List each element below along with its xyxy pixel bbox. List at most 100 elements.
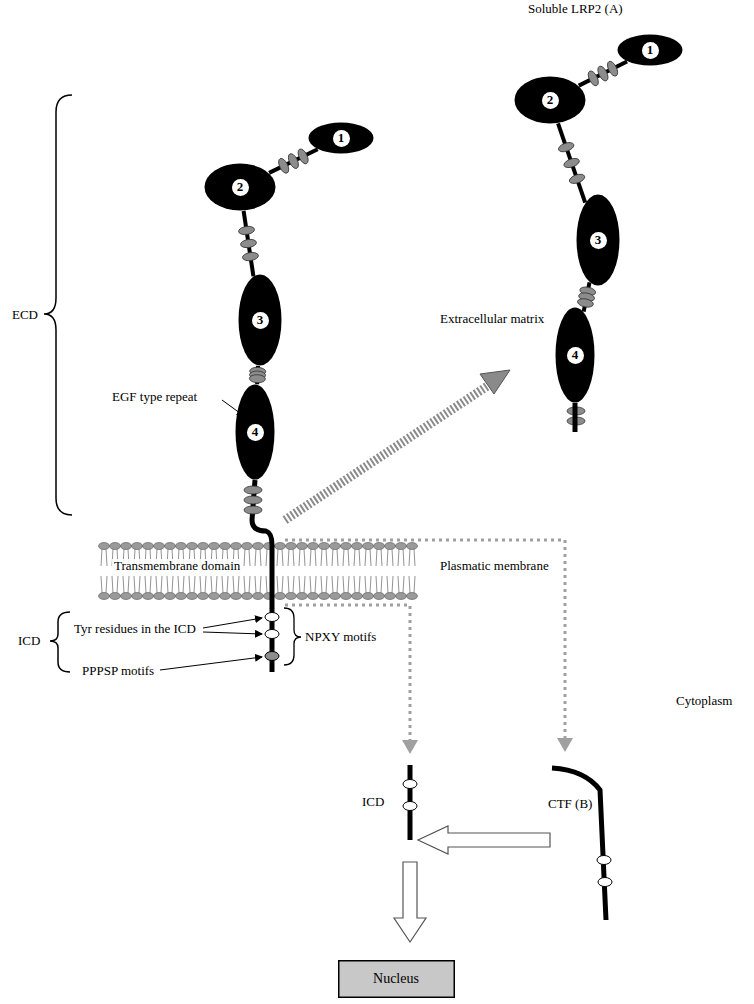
domain-oval: 3 (238, 274, 282, 366)
lipid-tail (370, 549, 371, 566)
text-label: Plasmatic membrane (440, 559, 549, 574)
lipid-head (286, 593, 297, 600)
lipid-tail (277, 576, 278, 593)
npxy-brace (284, 608, 301, 665)
lipid-head (154, 543, 165, 550)
lipid-tail (348, 549, 349, 566)
lipid-tail (233, 576, 234, 593)
lipid-tail (354, 576, 355, 593)
domain-linker (579, 60, 627, 88)
domain-linker (269, 147, 318, 174)
lipid-tail (123, 576, 124, 593)
lipid-tail (376, 576, 377, 593)
lipid-head (209, 593, 220, 600)
text-label: Extracellular matrix (440, 312, 544, 327)
hollow-arrow (394, 862, 426, 942)
domain-oval: 2 (204, 163, 276, 211)
lipid-tail (288, 549, 289, 566)
lipid-head (143, 593, 154, 600)
lipid-tail (161, 576, 162, 593)
lipid-tail (216, 576, 217, 593)
leader-arrow (203, 618, 262, 628)
ctf-fragment (552, 768, 606, 920)
lipid-tail (310, 576, 311, 593)
linker-line (558, 123, 585, 202)
lipid-head (143, 543, 154, 550)
lipid-tail (376, 549, 377, 566)
lipid-tail (299, 576, 300, 593)
lipid-tail (343, 576, 344, 593)
tyr-residue (265, 630, 279, 639)
lipid-tail (326, 576, 327, 593)
domain-oval: 1 (308, 122, 374, 154)
lipid-tail (315, 549, 316, 566)
lipid-tail (134, 576, 135, 593)
lipid-tail (189, 576, 190, 593)
lipid-head (121, 543, 132, 550)
lipid-head (132, 593, 143, 600)
lipid-tail (332, 576, 333, 593)
lipid-tail (304, 549, 305, 566)
lipid-tail (238, 576, 239, 593)
lipid-head (286, 543, 297, 550)
lipid-tail (128, 576, 129, 593)
lipid-head (396, 593, 407, 600)
lipid-head (176, 543, 187, 550)
lipid-head (407, 593, 418, 600)
icd-brace (50, 612, 70, 672)
ecd-brace (44, 95, 72, 515)
lipid-tail (106, 576, 107, 593)
lipid-tail (409, 549, 410, 566)
text-label: PPPSP motifs (82, 664, 154, 679)
lipid-tail (381, 576, 382, 593)
lipid-head (132, 543, 143, 550)
lipid-head (385, 593, 396, 600)
lipid-tail (145, 576, 146, 593)
domain-linker (557, 123, 586, 202)
lipid-tail (200, 576, 201, 593)
lipid-tail (178, 576, 179, 593)
lipid-tail (321, 576, 322, 593)
soluble-stem (573, 403, 578, 432)
lipid-head (363, 543, 374, 550)
domain-linker (249, 366, 266, 384)
lipid-tail (101, 549, 102, 566)
lipid-tail (348, 576, 349, 593)
lipid-tail (183, 576, 184, 593)
lipid-tail (244, 576, 245, 593)
text-label: Transmembrane domain (112, 559, 242, 574)
domain-linker (577, 282, 597, 311)
shape-fill (338, 961, 454, 998)
lipid-tail (194, 576, 195, 593)
lipid-tail (370, 576, 371, 593)
lipid-head (308, 543, 319, 550)
lipid-tail (117, 576, 118, 593)
domain-number: 3 (252, 312, 269, 329)
lipid-tail (260, 549, 261, 566)
lipid-head (209, 543, 220, 550)
text-label: EGF type repeat (112, 390, 197, 405)
lipid-tail (266, 549, 267, 566)
egf-repeat (577, 297, 594, 308)
lipid-head (253, 543, 264, 550)
shedding-arrow (285, 383, 492, 520)
tyr-residue (597, 856, 611, 865)
lipid-tail (354, 549, 355, 566)
lipid-tail (359, 576, 360, 593)
egf-repeat (277, 157, 291, 175)
pppsp-motif (265, 652, 279, 661)
text-label: Tyr residues in the ICD (74, 622, 196, 637)
lipid-tail (387, 576, 388, 593)
box-label: Nucleus (373, 971, 419, 987)
lipid-head (385, 543, 396, 550)
domain-oval: 4 (555, 307, 595, 403)
lipid-head (352, 593, 363, 600)
lipid-head (154, 593, 165, 600)
lipid-tail (244, 549, 245, 566)
lipid-tail (150, 576, 151, 593)
shape-fill (618, 35, 683, 66)
lipid-head (341, 593, 352, 600)
domain-number: 3 (590, 232, 607, 249)
lipid-tail (299, 549, 300, 566)
lipid-head (253, 593, 264, 600)
